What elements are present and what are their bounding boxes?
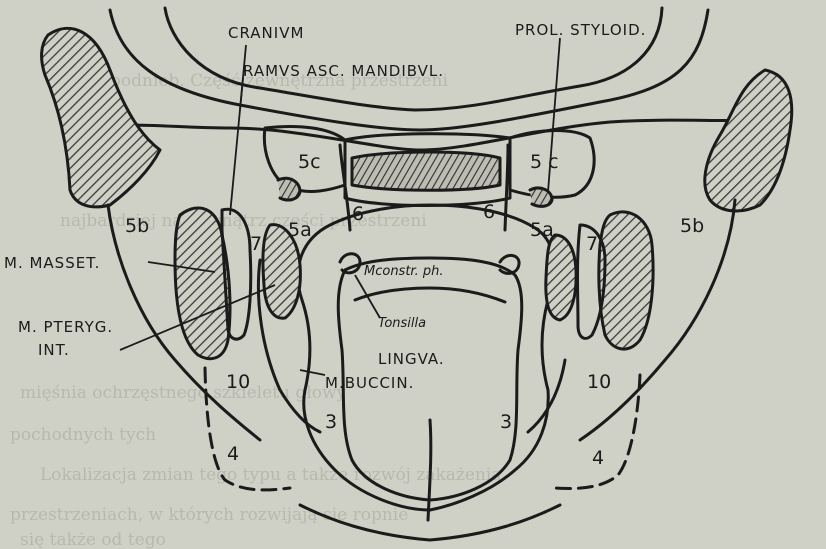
soft-palate: [355, 288, 505, 302]
left-tonsil: [340, 254, 360, 273]
tongue-midline: [428, 420, 431, 520]
right-mandible-ramus: [705, 70, 792, 211]
label-7-right: 7: [586, 233, 598, 255]
label-ramus: RAMVS ASC. MANDIBVL.: [243, 62, 444, 80]
leader-tonsilla: [355, 275, 380, 318]
label-3-right: 3: [500, 411, 512, 433]
label-6-left: 6: [352, 203, 364, 225]
label-5b-right: 5b: [680, 215, 704, 237]
right-6-divider: [505, 145, 508, 230]
label-lingva: LINGVA.: [378, 350, 445, 368]
label-5c-right: 5 c: [530, 151, 559, 173]
label-5a-left: 5a: [288, 219, 312, 241]
label-int: INT.: [38, 341, 70, 359]
label-m-constr: Mconstr. ph.: [364, 264, 443, 279]
label-10-right: 10: [587, 371, 611, 393]
leader-ramus: [230, 78, 243, 215]
right-masseter: [599, 212, 653, 349]
label-5b-left: 5b: [125, 215, 149, 237]
label-cranium: CRANIVM: [228, 24, 304, 42]
label-5a-right: 5a: [530, 219, 554, 241]
vertebral-body: [352, 152, 500, 190]
leader-m-buccin: [300, 370, 325, 375]
left-styloid: [278, 178, 300, 200]
label-5c-left: 5c: [298, 151, 321, 173]
label-prol-styloid: PROL. STYLOID.: [515, 21, 646, 39]
label-3-left: 3: [325, 411, 337, 433]
label-6-right: 6: [483, 201, 495, 223]
label-10-left: 10: [226, 371, 250, 393]
label-7-left: 7: [250, 233, 262, 255]
label-tonsilla: Tonsilla: [378, 316, 426, 331]
label-m-pteryg: M. PTERYG.: [18, 318, 113, 336]
label-4-right: 4: [592, 447, 604, 469]
label-4-left: 4: [227, 443, 239, 465]
label-m-masset: M. MASSET.: [4, 254, 100, 272]
right-pterygoid: [546, 235, 576, 320]
left-mandible-ramus: [42, 28, 160, 206]
label-m-buccin: M.BUCCIN.: [325, 374, 414, 392]
